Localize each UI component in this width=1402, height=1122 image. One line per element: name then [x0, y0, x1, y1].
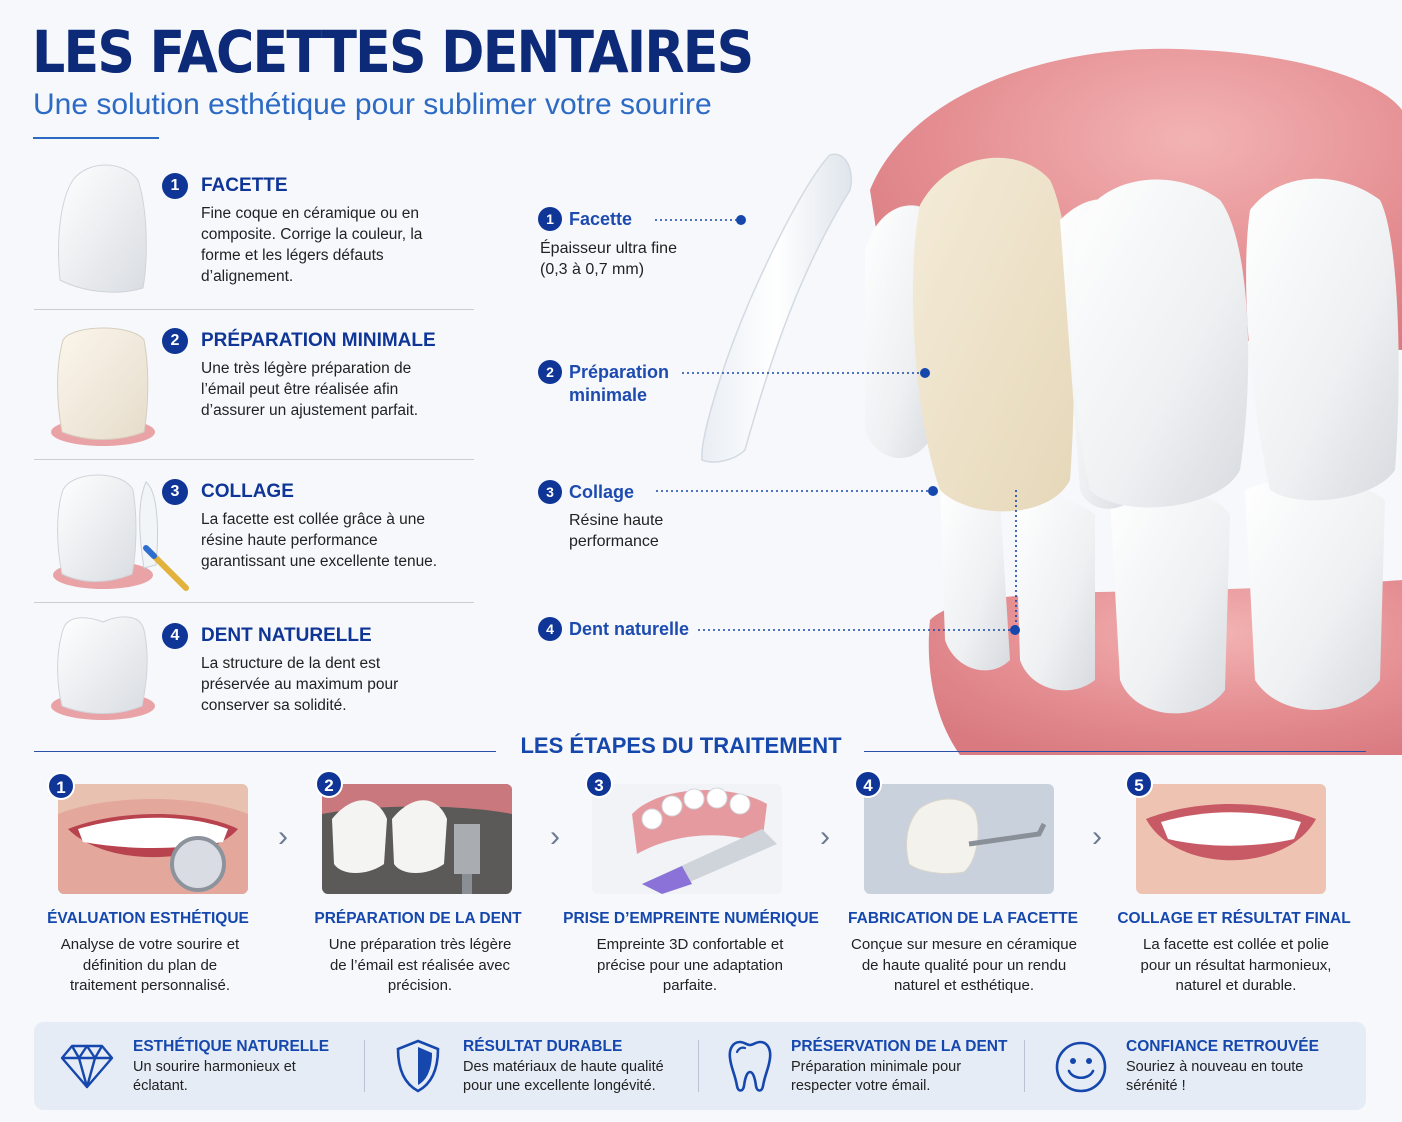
callout-text-collage: Résine haute performance	[569, 512, 664, 550]
info-title-facette: FACETTE	[201, 175, 288, 196]
callout-text-facette: Épaisseur ultra fine (0,3 à 0,7 mm)	[540, 240, 677, 278]
callout-badge-3: 3	[538, 480, 562, 504]
step-badge-4: 4	[854, 770, 882, 798]
natural-tooth-thumbnail	[51, 616, 155, 720]
step-image-empreinte	[592, 784, 782, 894]
callout-title-preparation: Préparation minimale	[569, 362, 670, 405]
benefit-title-durable: RÉSULTAT DURABLE	[463, 1038, 623, 1055]
benefit-text-durable: Des matériaux de haute qualité pour une …	[463, 1059, 664, 1094]
prepared-tooth-thumbnail	[51, 327, 155, 446]
bonding-thumbnail	[53, 474, 189, 591]
diamond-icon	[60, 1044, 114, 1089]
benefit-text-confiance: Souriez à nouveau en toute sérénité !	[1126, 1059, 1304, 1094]
info-badge-2: 2	[162, 328, 188, 354]
tooth-icon	[728, 1040, 772, 1092]
info-badge-3: 3	[162, 479, 188, 505]
page-subtitle: Une solution esthétique pour sublimer vo…	[33, 88, 712, 121]
benefit-title-preservation: PRÉSERVATION DE LA DENT	[791, 1038, 1008, 1055]
chevron-right-icon: ›	[278, 820, 288, 853]
divider	[34, 602, 474, 603]
step-badge-3: 3	[585, 770, 613, 798]
step-title-empreinte: PRISE D’EMPREINTE NUMÉRIQUE	[563, 910, 819, 927]
shield-icon	[396, 1039, 440, 1093]
info-badge-1: 1	[162, 173, 188, 199]
divider	[364, 1040, 365, 1092]
divider	[34, 459, 474, 460]
divider	[1024, 1040, 1025, 1092]
benefit-text-preservation: Préparation minimale pour respecter votr…	[791, 1059, 962, 1094]
info-text-facette: Fine coque en céramique ou en composite.…	[201, 205, 423, 285]
steps-rule-right	[864, 751, 1366, 752]
callout-badge-2: 2	[538, 360, 562, 384]
callout-title-collage: Collage	[569, 482, 635, 502]
step-title-resultat: COLLAGE ET RÉSULTAT FINAL	[1117, 910, 1351, 927]
callout-badge-1: 1	[538, 207, 562, 231]
benefit-title-esthetique: ESTHÉTIQUE NATURELLE	[133, 1038, 330, 1055]
info-badge-4: 4	[162, 623, 188, 649]
info-text-dent-naturelle: La structure de la dent est préservée au…	[201, 655, 399, 714]
step-badge-1: 1	[47, 772, 75, 800]
chevron-right-icon: ›	[550, 820, 560, 853]
step-image-evaluation	[58, 784, 248, 894]
step-text-preparation: Une préparation très légère de l’émail e…	[328, 936, 512, 994]
info-title-dent-naturelle: DENT NATURELLE	[201, 625, 372, 646]
divider	[34, 309, 474, 310]
callout-title-dent-naturelle: Dent naturelle	[569, 619, 690, 639]
title-underline	[33, 137, 159, 139]
callout-badge-4: 4	[538, 617, 562, 641]
step-image-resultat	[1136, 784, 1326, 894]
info-text-collage: La facette est collée grâce à une résine…	[201, 511, 438, 570]
step-text-evaluation: Analyse de votre sourire et définition d…	[60, 936, 240, 994]
step-image-preparation	[322, 784, 512, 894]
chevron-right-icon: ›	[1092, 820, 1102, 853]
callout-title-facette: Facette	[569, 209, 633, 229]
divider	[698, 1040, 699, 1092]
step-badge-5: 5	[1125, 770, 1153, 798]
step-title-evaluation: ÉVALUATION ESTHÉTIQUE	[47, 910, 249, 927]
step-title-fabrication: FABRICATION DE LA FACETTE	[848, 910, 1078, 927]
step-badge-2: 2	[315, 770, 343, 798]
info-text-preparation: Une très légère préparation de l’émail p…	[201, 360, 419, 419]
info-title-preparation: PRÉPARATION MINIMALE	[201, 330, 436, 351]
smiley-icon	[1055, 1041, 1107, 1093]
benefit-text-esthetique: Un sourire harmonieux et éclatant.	[133, 1059, 296, 1094]
info-title-collage: COLLAGE	[201, 481, 294, 502]
step-text-fabrication: Conçue sur mesure en céramique de haute …	[851, 936, 1077, 994]
step-text-resultat: La facette est collée et polie pour un r…	[1140, 936, 1332, 994]
step-text-empreinte: Empreinte 3D confortable et précise pour…	[596, 936, 784, 994]
step-title-preparation: PRÉPARATION DE LA DENT	[314, 910, 522, 927]
teeth-illustration	[655, 48, 1402, 755]
chevron-right-icon: ›	[820, 820, 830, 853]
step-image-fabrication	[864, 784, 1054, 894]
steps-heading: LES ÉTAPES DU TRAITEMENT	[520, 733, 842, 758]
veneer-thumbnail	[58, 164, 147, 293]
page-title: LES FACETTES DENTAIRES	[32, 18, 754, 86]
benefits-strip: ESTHÉTIQUE NATURELLE Un sourire harmonie…	[34, 1022, 1366, 1110]
steps-rule-left	[34, 751, 496, 752]
benefit-title-confiance: CONFIANCE RETROUVÉE	[1126, 1038, 1319, 1055]
